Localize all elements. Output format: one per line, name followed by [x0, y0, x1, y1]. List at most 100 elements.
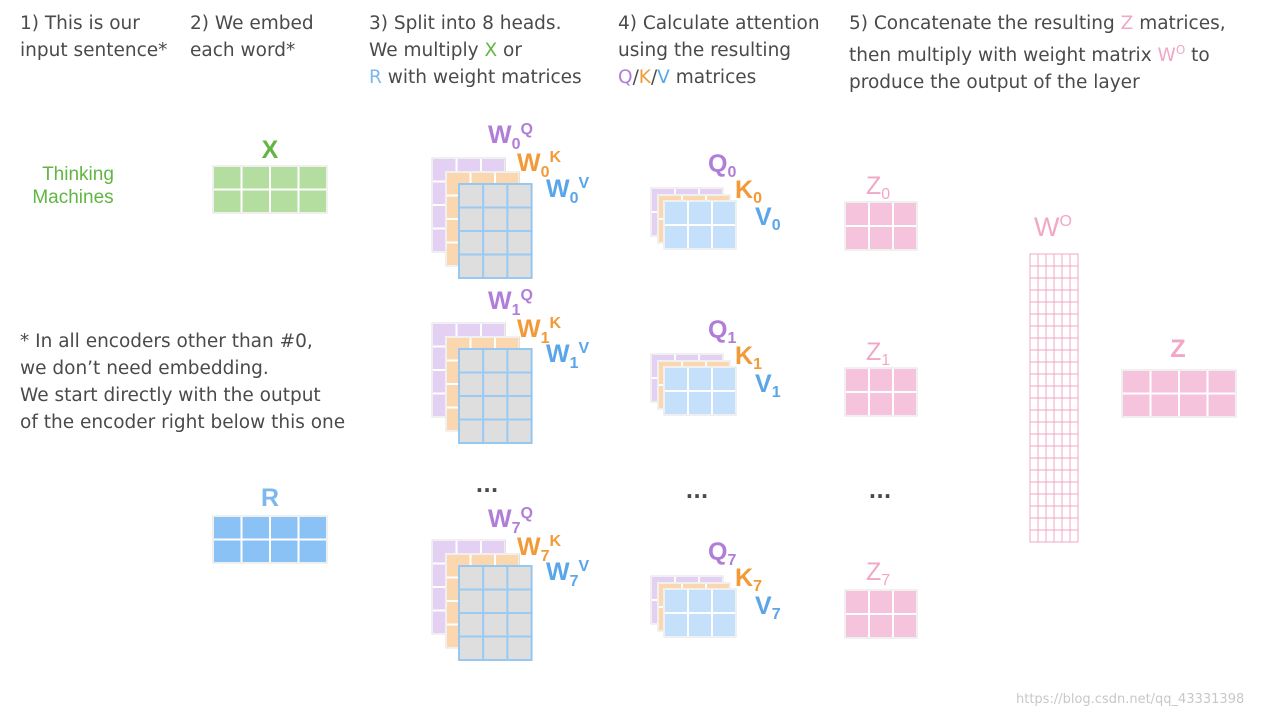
z-7-matrix-cell: [868, 613, 894, 639]
v-1-matrix-cell: [687, 390, 713, 416]
wv-0-sup: V: [579, 175, 590, 192]
wv-1-matrix-cell: [458, 395, 485, 421]
wv-7-matrix-cell: [482, 588, 509, 614]
v-0-matrix-cell: [663, 224, 689, 250]
wo-matrix-cell: [1029, 277, 1039, 291]
wk-7-label: W7K: [517, 533, 562, 565]
k-0-letter: K: [735, 176, 753, 204]
wo-matrix-cell: [1069, 301, 1079, 315]
v-1-matrix-cell: [711, 366, 737, 392]
wo-matrix-cell: [1045, 349, 1055, 363]
wv-7-matrix-cell: [458, 565, 485, 591]
x-embedding-matrix-cell: [212, 165, 243, 191]
wo-matrix-cell: [1037, 337, 1047, 351]
wv-7-label: W7V: [546, 558, 590, 590]
wv-1-matrix-border: [458, 348, 533, 444]
wo-matrix-cell: [1045, 325, 1055, 339]
x-embedding-matrix-cell: [297, 165, 328, 191]
z-0-matrix-cell: [868, 225, 894, 251]
wv-7-matrix-cell: [506, 565, 533, 591]
wo-matrix-cell: [1069, 493, 1079, 507]
wo-letter: W: [1034, 212, 1060, 242]
wo-matrix-cell: [1029, 337, 1039, 351]
wv-1-label: W1V: [546, 340, 590, 372]
wv-7-matrix-cell: [506, 612, 533, 638]
footnote-line-3: We start directly with the output: [20, 385, 321, 406]
step-5-line-3: produce the output of the layer: [849, 72, 1140, 94]
wo-matrix-cell: [1029, 349, 1039, 363]
wv-0-matrix: [458, 183, 533, 279]
wo-matrix-cell: [1053, 373, 1063, 387]
v-0-matrix-border: [663, 200, 737, 250]
output-z-matrix-border: [1121, 369, 1237, 418]
wv-1-matrix-cell: [506, 348, 533, 374]
z-0-matrix-cell: [868, 201, 894, 227]
wk-0-sup: K: [550, 149, 562, 166]
wo-matrix-cell: [1037, 373, 1047, 387]
qkv-stack-head-0: Q0 K0 V0: [650, 150, 781, 250]
wo-matrix-cell: [1029, 397, 1039, 411]
step-5-heading: 5) Concatenate the resulting Z matrices,…: [849, 10, 1226, 96]
wv-1-matrix-cell: [506, 418, 533, 444]
weights-ellipsis: ...: [476, 473, 499, 497]
wo-matrix-cell: [1045, 493, 1055, 507]
wv-7-matrix-border: [458, 565, 533, 661]
wo-matrix-cell: [1037, 433, 1047, 447]
z-0-matrix: [844, 201, 918, 251]
wo-matrix-cell: [1053, 481, 1063, 495]
v-0-sub: 0: [772, 217, 781, 234]
v-1-matrix-cell: [663, 366, 689, 392]
wv-1-matrix-cell: [458, 418, 485, 444]
wv-0-w: W: [546, 175, 570, 203]
z-1-matrix-cell: [868, 367, 894, 393]
wo-matrix-cell: [1029, 313, 1039, 327]
wv-1-matrix-cell: [482, 348, 509, 374]
wo-matrix-cell: [1053, 529, 1063, 543]
wo-matrix-cell: [1045, 313, 1055, 327]
wv-7-matrix-cell: [458, 588, 485, 614]
q-0-sub: 0: [727, 164, 736, 181]
wq-0-sup: Q: [521, 121, 533, 138]
wo-matrix-cell: [1061, 493, 1071, 507]
wv-0-matrix-cell: [458, 230, 485, 256]
x-embedding-matrix-cell: [269, 165, 300, 191]
wo-matrix-cell: [1053, 421, 1063, 435]
wo-matrix-cell: [1037, 349, 1047, 363]
wk-0-w: W: [517, 149, 541, 177]
wo-matrix-cell: [1037, 361, 1047, 375]
r-embedding-matrix-cell: [269, 538, 300, 564]
wo-matrix-cell: [1061, 277, 1071, 291]
step-5-line-2-text: then multiply with weight matrix: [849, 45, 1158, 67]
wq-0-label: W0Q: [488, 121, 533, 153]
wo-label: WO: [1034, 212, 1072, 242]
z-1-matrix-cell: [844, 391, 870, 417]
wo-matrix-cell: [1045, 253, 1055, 267]
wo-matrix-cell: [1029, 265, 1039, 279]
v-7-matrix-cell: [663, 588, 689, 614]
wo-matrix-cell: [1069, 349, 1079, 363]
wo-matrix-cell: [1069, 481, 1079, 495]
wv-1-matrix: [458, 348, 533, 444]
wk-0-label: W0K: [517, 149, 562, 181]
wo-matrix-cell: [1069, 469, 1079, 483]
wo-matrix-cell: [1053, 517, 1063, 531]
wk-7-sub: 7: [541, 548, 550, 565]
footnote-line-1: * In all encoders other than #0,: [20, 331, 313, 352]
wo-matrix-cell: [1037, 529, 1047, 543]
wo-matrix-cell: [1061, 505, 1071, 519]
wo-matrix-cell: [1045, 505, 1055, 519]
wo-matrix-cell: [1045, 409, 1055, 423]
wq-7-sup: Q: [521, 505, 533, 522]
wo-matrix-cell: [1069, 517, 1079, 531]
wo-matrix-cell: [1069, 421, 1079, 435]
wk-1-w: W: [517, 315, 541, 343]
r-embedding-matrix-cell: [297, 538, 328, 564]
wo-matrix-cell: [1061, 361, 1071, 375]
wo-matrix-cell: [1061, 445, 1071, 459]
wv-7-matrix-cell: [458, 635, 485, 661]
v-7-label: V7: [755, 592, 781, 623]
step-2-line-2: each word*: [190, 40, 296, 61]
wo-matrix-cell: [1053, 313, 1063, 327]
step-4-line-3: Q/K/V matrices: [618, 64, 820, 91]
wo-matrix-cell: [1037, 397, 1047, 411]
